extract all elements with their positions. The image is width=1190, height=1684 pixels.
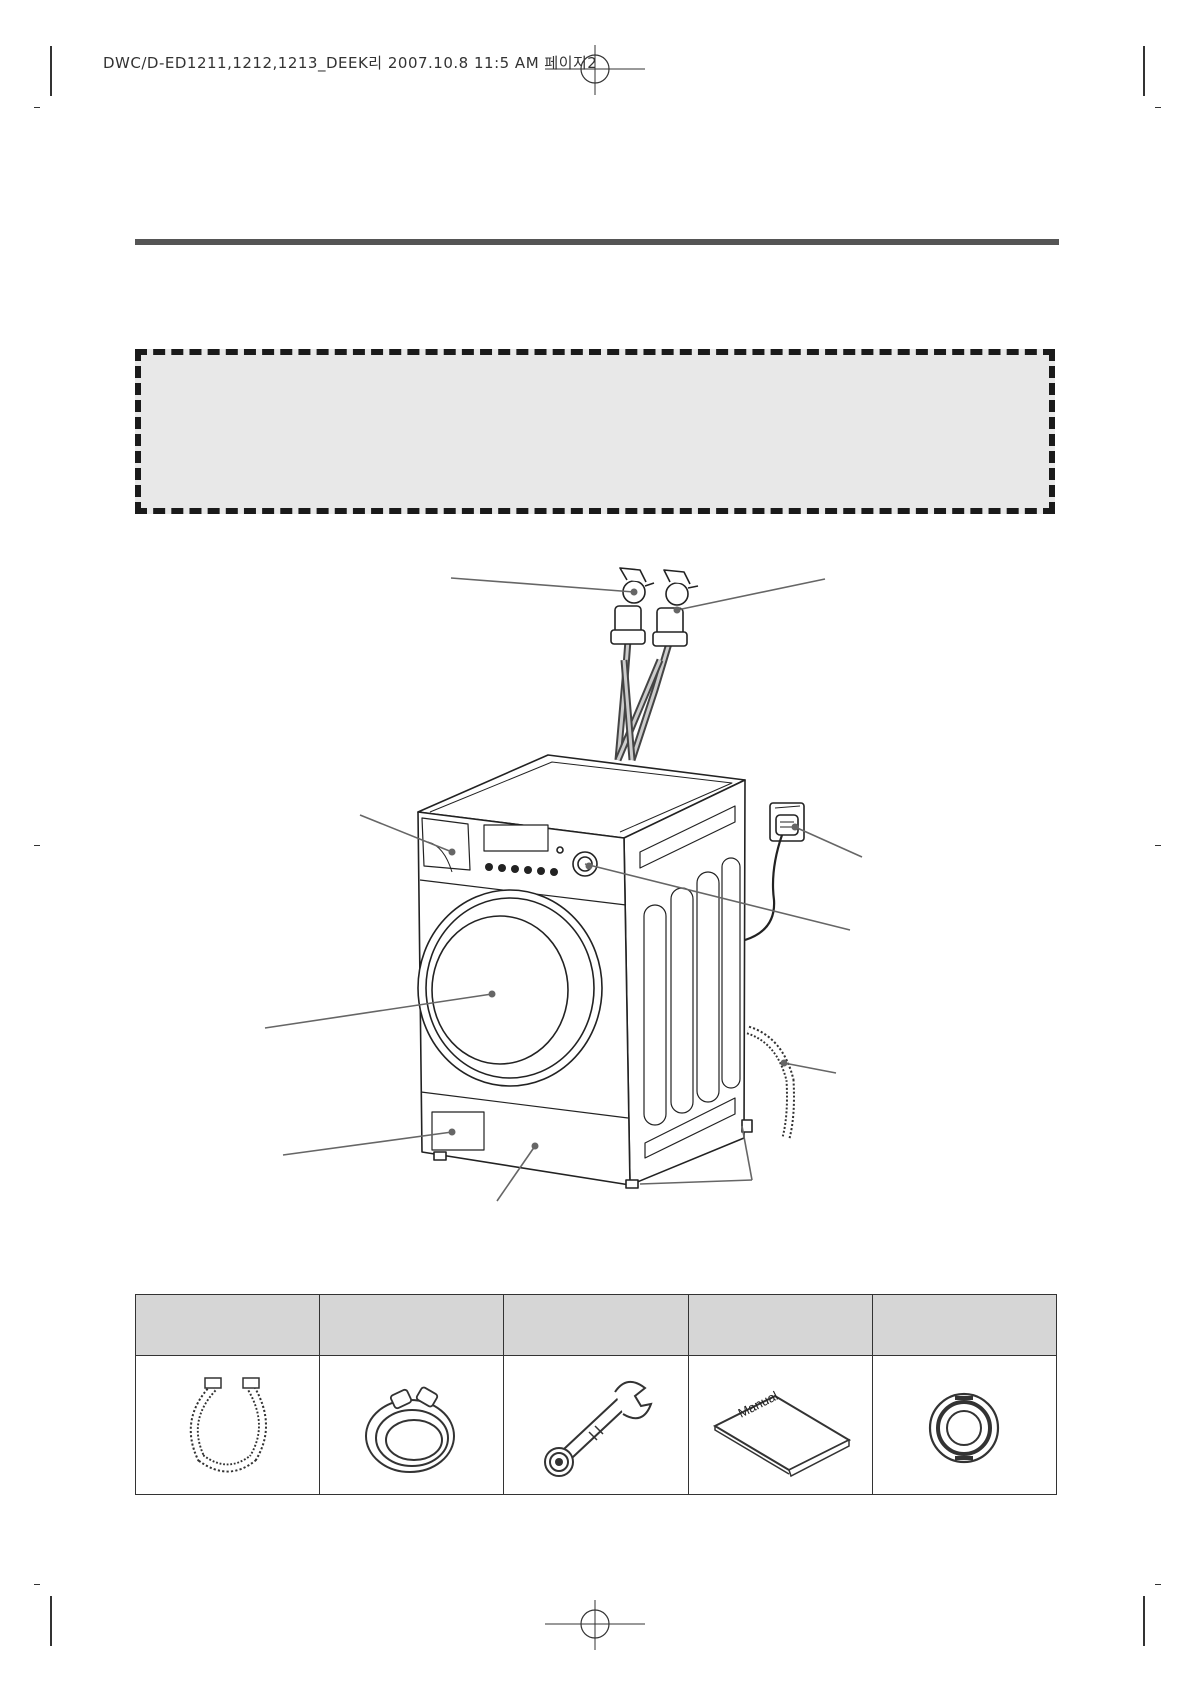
inlet-valve-cold (610, 567, 655, 645)
power-plug (775, 814, 799, 836)
door-glass (431, 915, 569, 1065)
power-button (556, 846, 564, 854)
filter-cover (431, 1111, 485, 1151)
crop-mark (1143, 1596, 1145, 1646)
crop-tick (34, 1584, 40, 1585)
inlet-hose-right-inner (630, 639, 672, 761)
crop-tick (1155, 107, 1161, 108)
crop-mark (50, 1596, 52, 1646)
accessory-cell (503, 1355, 689, 1495)
inlet-hose-icon (364, 1386, 455, 1473)
accessories-table: Manual (134, 1294, 1058, 1495)
callout-dots (448, 588, 799, 1150)
accessory-cell (319, 1355, 505, 1495)
cabinet-side (623, 779, 746, 1186)
crop-tick (34, 107, 40, 108)
accessories-picture-row: Manual (134, 1355, 1058, 1495)
crop-tick (1155, 845, 1161, 846)
registration-mark-top (545, 45, 645, 95)
hose-cross-right-inner (622, 659, 634, 761)
accessories-header-row (134, 1294, 1058, 1356)
crop-tick (34, 845, 40, 846)
washer-diagram (264, 567, 863, 1202)
accessory-cell (871, 1355, 1058, 1495)
accessory-cell (134, 1355, 321, 1495)
manual-book-icon: Manual (713, 1388, 852, 1478)
accessory-header-cell (319, 1294, 505, 1356)
crop-mark (50, 46, 52, 96)
accessory-header-cell (134, 1294, 321, 1356)
spanner-icon (543, 1381, 653, 1477)
registration-mark-bottom (545, 1600, 645, 1650)
drain-hose-icon (189, 1377, 267, 1473)
notice-box (135, 349, 1055, 514)
power-cord (744, 834, 784, 942)
inlet-valve-hot (652, 569, 699, 647)
callout-lines (264, 577, 863, 1202)
accessory-cell: Manual (687, 1355, 873, 1495)
cap-icon (929, 1392, 1000, 1464)
hose-cross-left-inner (616, 659, 662, 761)
accessory-header-cell (503, 1294, 689, 1356)
accessory-header-cell (871, 1294, 1058, 1356)
print-header: DWC/D-ED1211,1212,1213_DEEK리 2007.10.8 1… (103, 54, 598, 72)
crop-tick (1155, 1584, 1161, 1585)
display-panel (483, 824, 549, 852)
door-outer-ring (417, 889, 603, 1087)
drain-hose (746, 1025, 795, 1140)
crop-mark (1143, 46, 1145, 96)
title-rule (135, 239, 1059, 245)
detergent-drawer (421, 817, 471, 871)
accessory-header-cell (687, 1294, 873, 1356)
